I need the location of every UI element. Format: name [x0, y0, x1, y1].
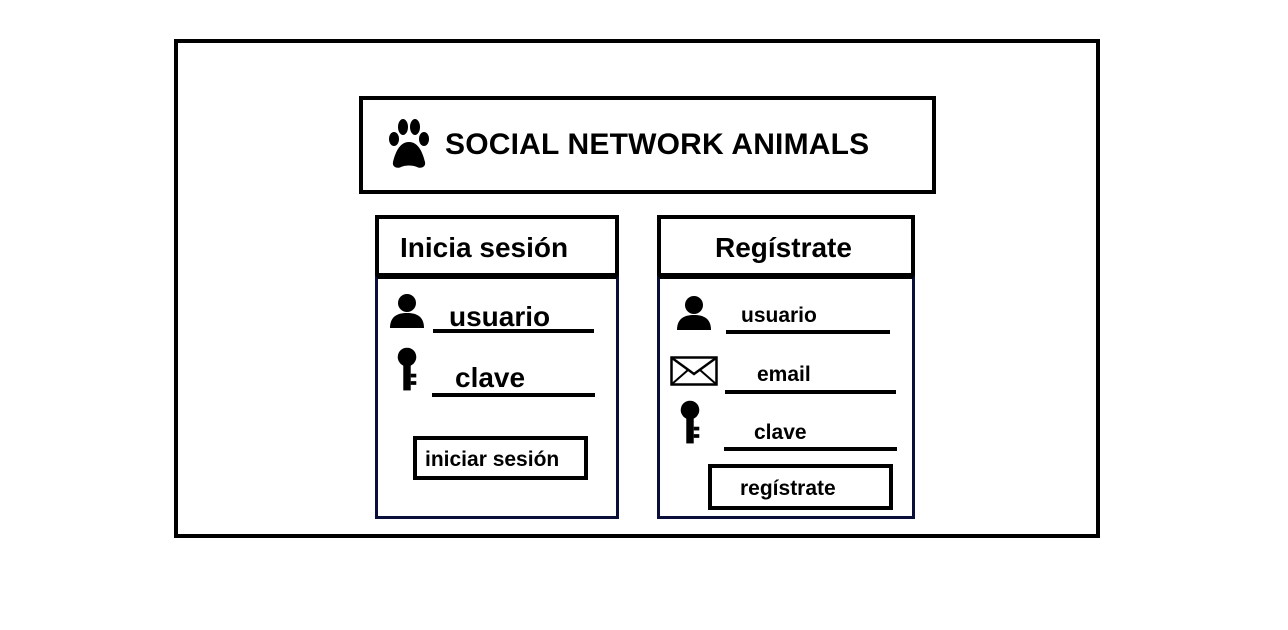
- login-button-label: iniciar sesión: [425, 448, 560, 471]
- register-button-label: regístrate: [740, 477, 836, 500]
- register-password-field[interactable]: clave: [754, 421, 807, 444]
- register-panel: Regístrate usuario email clave regístrat…: [657, 215, 915, 519]
- login-panel-header: Inicia sesión: [375, 215, 619, 277]
- login-password-underline: [432, 393, 595, 397]
- login-button[interactable]: iniciar sesión: [413, 436, 588, 480]
- site-header: SOCIAL NETWORK ANIMALS: [359, 96, 936, 194]
- app-frame: [174, 39, 1100, 538]
- key-icon: [397, 347, 417, 391]
- login-username-field[interactable]: usuario: [449, 301, 551, 332]
- login-username-underline: [433, 329, 594, 333]
- register-panel-body: [657, 275, 915, 519]
- login-password-field[interactable]: clave: [455, 362, 526, 393]
- register-panel-header: Regístrate: [657, 215, 915, 277]
- login-panel: Inicia sesión usuario clave iniciar sesi…: [375, 215, 619, 519]
- register-email-field[interactable]: email: [757, 363, 811, 386]
- login-panel-body: [375, 275, 619, 519]
- register-email-underline: [725, 390, 896, 394]
- register-username-underline: [726, 330, 890, 334]
- register-button[interactable]: regístrate: [708, 464, 893, 510]
- register-password-underline: [724, 447, 897, 451]
- site-title: SOCIAL NETWORK ANIMALS: [445, 128, 870, 161]
- login-title: Inicia sesión: [400, 232, 569, 263]
- register-username-field[interactable]: usuario: [741, 304, 817, 327]
- register-title: Regístrate: [715, 232, 852, 263]
- user-icon: [677, 296, 711, 330]
- paw-icon: [389, 119, 429, 168]
- user-icon: [390, 294, 424, 328]
- envelope-icon: [670, 356, 718, 386]
- key-icon: [680, 400, 700, 444]
